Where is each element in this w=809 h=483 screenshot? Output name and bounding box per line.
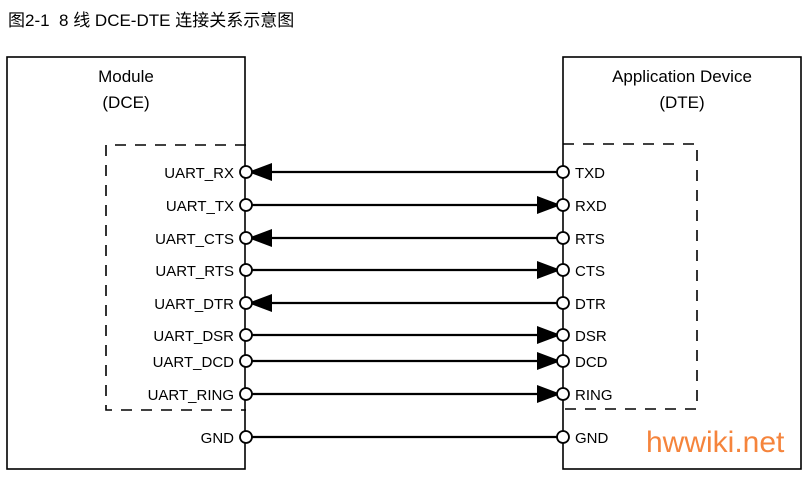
signal-row: UART_DCD DCD (153, 352, 608, 371)
figure-title: 图2-1 8 线 DCE-DTE 连接关系示意图 (8, 11, 295, 30)
left-pin-label: UART_RX (164, 165, 234, 182)
right-pin-dot (556, 165, 570, 179)
ground-row: GND GND (201, 430, 609, 447)
watermark-label: hwwiki.net (646, 426, 785, 459)
right-pin-label: CTS (575, 263, 605, 280)
left-pin-dot (239, 387, 253, 401)
right-pin-dot (556, 430, 570, 444)
left-pin-label: UART_DTR (154, 296, 234, 313)
signal-row: UART_CTS RTS (155, 229, 605, 248)
left-pin-dot (239, 165, 253, 179)
arrow-head-left-icon (248, 163, 272, 181)
right-pin-label: GND (575, 430, 609, 447)
right-pin-dot (556, 263, 570, 277)
signal-row: UART_RTS CTS (155, 261, 605, 280)
left-device-title-line2: (DCE) (102, 93, 149, 112)
right-pin-dot (556, 354, 570, 368)
right-pin-dot (556, 296, 570, 310)
left-pin-label: UART_RING (148, 387, 234, 404)
left-pin-dot (239, 198, 253, 212)
left-pin-label: UART_DCD (153, 354, 235, 371)
left-pin-label: UART_CTS (155, 231, 234, 248)
right-pin-dot (556, 387, 570, 401)
left-pin-label: UART_RTS (155, 263, 234, 280)
left-pin-dot (239, 430, 253, 444)
left-device-title-line1: Module (98, 67, 154, 86)
arrow-head-right-icon (537, 196, 561, 214)
right-pin-label: RXD (575, 198, 607, 215)
arrow-head-left-icon (248, 229, 272, 247)
arrow-head-right-icon (537, 385, 561, 403)
right-pin-label: DSR (575, 328, 607, 345)
signal-row: UART_RING RING (148, 385, 613, 404)
left-pin-dot (239, 231, 253, 245)
left-pin-dot (239, 328, 253, 342)
left-pin-label: UART_TX (166, 198, 234, 215)
right-pin-label: RTS (575, 231, 605, 248)
arrow-head-right-icon (537, 326, 561, 344)
right-pin-label: TXD (575, 165, 605, 182)
arrow-head-right-icon (537, 352, 561, 370)
left-pin-dot (239, 263, 253, 277)
left-pin-label: UART_DSR (153, 328, 234, 345)
right-device-title-line2: (DTE) (659, 93, 704, 112)
left-pin-dot (239, 354, 253, 368)
signal-row: UART_RX TXD (164, 163, 605, 182)
left-pin-dot (239, 296, 253, 310)
left-device-box (6, 56, 246, 470)
signal-row: UART_TX RXD (166, 196, 607, 215)
signal-row: UART_DSR DSR (153, 326, 607, 345)
right-pin-dot (556, 231, 570, 245)
right-uart-group-dashed-box (563, 143, 698, 410)
right-device-box (562, 56, 802, 470)
arrow-head-right-icon (537, 261, 561, 279)
right-pin-label: RING (575, 387, 613, 404)
signal-row: UART_DTR DTR (154, 294, 606, 313)
right-pin-dot (556, 328, 570, 342)
arrow-head-left-icon (248, 294, 272, 312)
left-uart-group-dashed-box (105, 144, 246, 411)
right-device-title-line1: Application Device (612, 67, 752, 86)
right-pin-label: DTR (575, 296, 606, 313)
right-pin-label: DCD (575, 354, 608, 371)
left-pin-label: GND (201, 430, 235, 447)
right-pin-dot (556, 198, 570, 212)
